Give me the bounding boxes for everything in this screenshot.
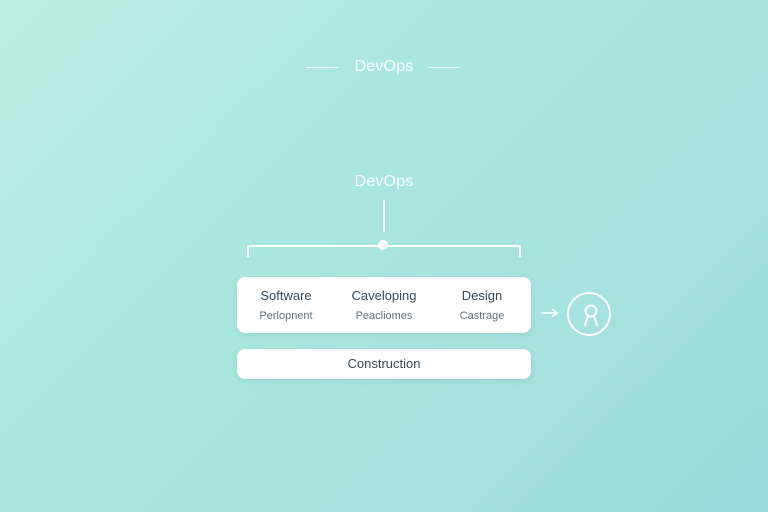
arrow-right-icon [541,308,559,318]
diagram-root-label: DevOps [354,173,414,190]
user-avatar[interactable] [567,292,611,336]
stage-software: Software Perlopnent [237,287,335,325]
stage-caveloping: Caveloping Peacliomes [335,287,433,325]
title-right-line [428,67,460,68]
stage-title: Software [260,288,312,303]
stage-title: Design [461,288,503,303]
root-connector [383,200,385,232]
stages-card: Software Perlopnent Caveloping Peacliome… [237,277,531,333]
branch-node [378,240,388,250]
user-icon [584,304,598,326]
construction-card: Construction [237,349,531,379]
stage-subtitle: Perlopnent [259,310,313,322]
title-left-line [306,67,338,68]
branch-tick-right [519,245,521,257]
stage-title: Caveloping [351,288,417,303]
page-title: DevOps [354,58,414,75]
branch-tick-left [247,245,249,257]
stage-subtitle: Peacliomes [355,310,413,322]
stage-subtitle: Castrage [459,310,505,322]
stage-design: Design Castrage [433,287,531,325]
